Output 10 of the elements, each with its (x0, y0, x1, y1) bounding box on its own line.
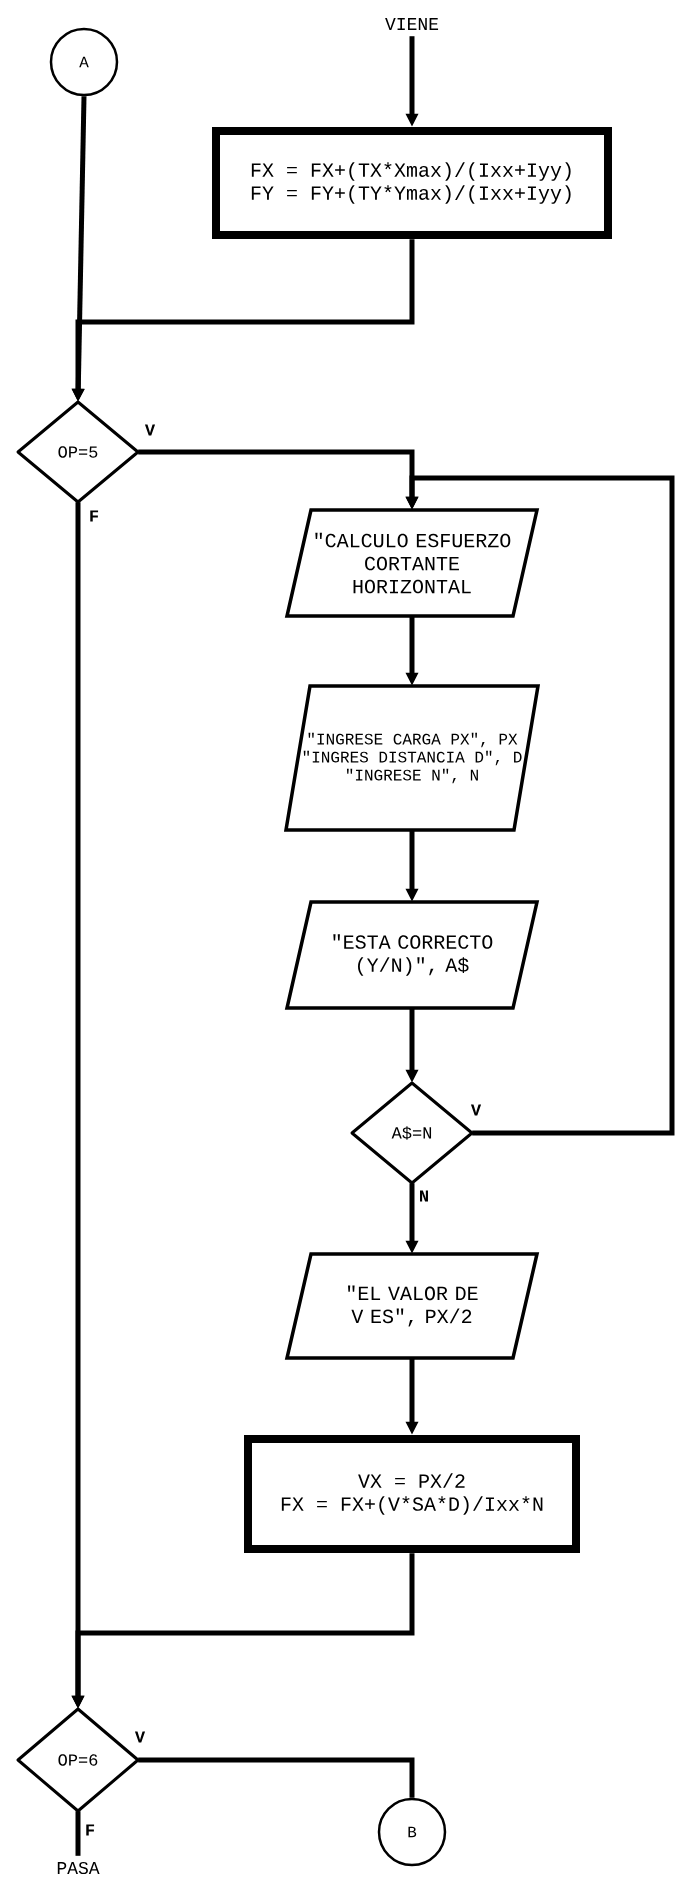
connector-line (75, 1811, 81, 1856)
edge-label: V (143, 423, 157, 437)
flow-text: VIENE (385, 18, 439, 30)
flow-text: PASA (57, 1861, 100, 1875)
edge-label: N (417, 1189, 431, 1203)
edge-label: F (83, 1823, 97, 1837)
edge-label: F (87, 509, 101, 523)
process-box: FX = FX+(TX*Xmax)/(Ixx+Iyy) FY = FY+(TY*Ymax)/(Ixx+Iyy) (212, 127, 612, 239)
process-box: VX = PX/2 FX = FX+(V*SA*D)/Ixx*N (244, 1435, 580, 1553)
connector-line (138, 1757, 415, 1798)
